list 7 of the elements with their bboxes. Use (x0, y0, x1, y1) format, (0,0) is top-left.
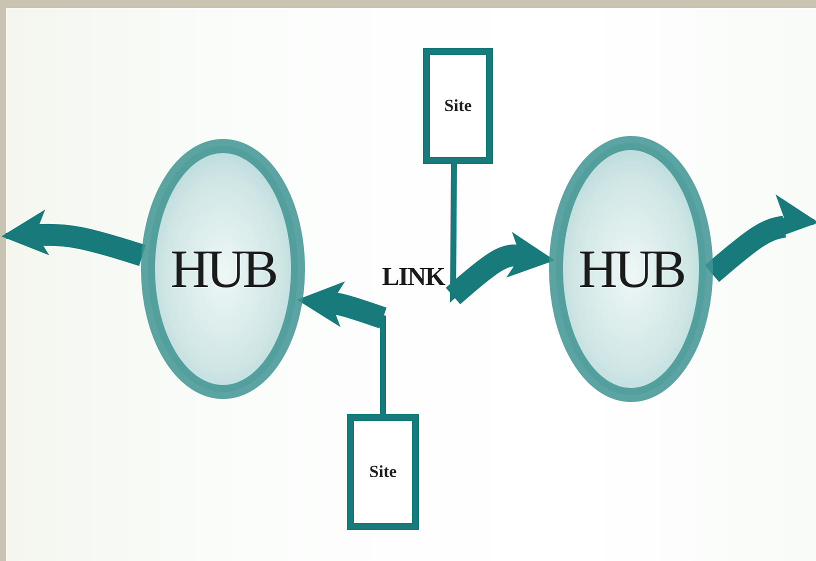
hub-label: HUB (578, 238, 684, 300)
link-label: LINK (382, 262, 444, 292)
site-box (347, 414, 419, 530)
hub-label: HUB (170, 238, 276, 300)
site-box (423, 48, 493, 164)
site-label: Site (444, 96, 472, 116)
site-label: Site (369, 462, 397, 482)
